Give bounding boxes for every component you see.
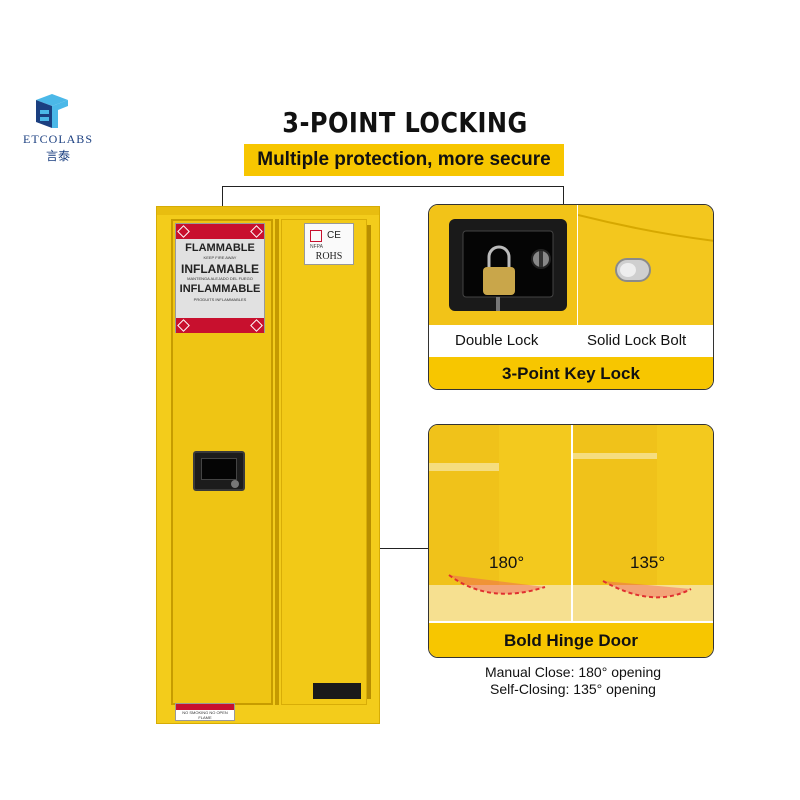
lock-bolt-photo bbox=[577, 205, 713, 325]
certification-label: CE NFPA ROHS bbox=[304, 223, 354, 265]
open-180-photo bbox=[429, 425, 571, 621]
warning-line-3: INFLAMMABLE bbox=[179, 283, 261, 295]
nfpa-flame-icon bbox=[310, 230, 322, 242]
warning-red-strip bbox=[176, 224, 264, 239]
flammable-warning-label: FLAMMABLE KEEP FIRE AWAY INFLAMABLE MANT… bbox=[175, 223, 265, 333]
keyhole-icon bbox=[231, 480, 239, 488]
hinge-door-banner: Bold Hinge Door bbox=[429, 623, 713, 657]
safety-cabinet-image: FLAMMABLE KEEP FIRE AWAY INFLAMABLE MANT… bbox=[156, 206, 380, 724]
piano-hinge bbox=[367, 225, 371, 699]
connector-line bbox=[222, 186, 564, 187]
lock-bolt-caption: Solid Lock Bolt bbox=[587, 332, 687, 349]
hinge-door-panel: 180° 135° Bold Hinge Door bbox=[428, 424, 714, 658]
subtitle-banner: Multiple protection, more secure bbox=[244, 144, 564, 176]
rohs-mark: ROHS bbox=[315, 251, 343, 262]
sticker-text: NO SMOKING NO OPEN FLAME bbox=[182, 710, 228, 720]
sticker-red-strip bbox=[176, 704, 234, 710]
warning-red-strip bbox=[176, 318, 264, 333]
angle-135-label: 135° bbox=[630, 553, 666, 572]
key-lock-panel: Double Lock Solid Lock Bolt 3-Point Key … bbox=[428, 204, 714, 390]
key-lock-banner: 3-Point Key Lock bbox=[429, 357, 713, 389]
flame-diamond-icon bbox=[250, 319, 263, 332]
open-180-illustration bbox=[429, 425, 571, 621]
open-135-illustration bbox=[573, 425, 713, 621]
cabinet-top bbox=[157, 207, 379, 215]
hinge-door-banner-text: Bold Hinge Door bbox=[503, 631, 639, 650]
warning-line-1: FLAMMABLE bbox=[185, 242, 255, 254]
door-gap bbox=[275, 219, 279, 705]
spec-self-closing: Self-Closing: 135° opening bbox=[490, 681, 656, 697]
connector-line bbox=[563, 186, 564, 206]
double-lock-photo bbox=[429, 205, 577, 325]
flame-diamond-icon bbox=[250, 225, 263, 238]
cabinet-right-door bbox=[281, 219, 367, 705]
connector-line bbox=[222, 186, 223, 216]
key-lock-banner-text: 3-Point Key Lock bbox=[502, 364, 640, 383]
nfpa-mark: NFPA bbox=[310, 244, 323, 250]
connector-line bbox=[370, 548, 428, 549]
angle-180-label: 180° bbox=[489, 553, 525, 572]
etcolabs-logo-icon bbox=[36, 94, 68, 128]
flame-diamond-icon bbox=[177, 225, 190, 238]
no-smoking-sticker: NO SMOKING NO OPEN FLAME bbox=[175, 703, 235, 721]
flame-diamond-icon bbox=[177, 319, 190, 332]
open-135-photo bbox=[573, 425, 713, 621]
warning-line-3-small: PRODUITS INFLAMMABLES bbox=[193, 297, 247, 302]
cabinet-vent bbox=[313, 683, 361, 699]
warning-line-2-small: MANTENGA ALEJADO DEL FUEGO bbox=[187, 276, 253, 281]
brand-logo: ETCOLABS 言泰 bbox=[8, 92, 118, 170]
double-lock-caption: Double Lock bbox=[455, 332, 539, 349]
double-lock-illustration bbox=[449, 219, 567, 311]
logo-name-cn: 言泰 bbox=[45, 149, 70, 163]
door-lock-handle bbox=[193, 451, 245, 491]
logo-name: ETCOLABS bbox=[22, 132, 93, 146]
spec-manual-close: Manual Close: 180° opening bbox=[484, 664, 662, 680]
warning-line-2: INFLAMABLE bbox=[181, 262, 259, 276]
handle-recess bbox=[201, 458, 237, 480]
lock-bolt-illustration bbox=[577, 214, 713, 282]
ce-mark: CE bbox=[327, 230, 341, 241]
warning-line-1-small: KEEP FIRE AWAY bbox=[203, 255, 237, 260]
subtitle-text: Multiple protection, more secure bbox=[257, 149, 551, 170]
